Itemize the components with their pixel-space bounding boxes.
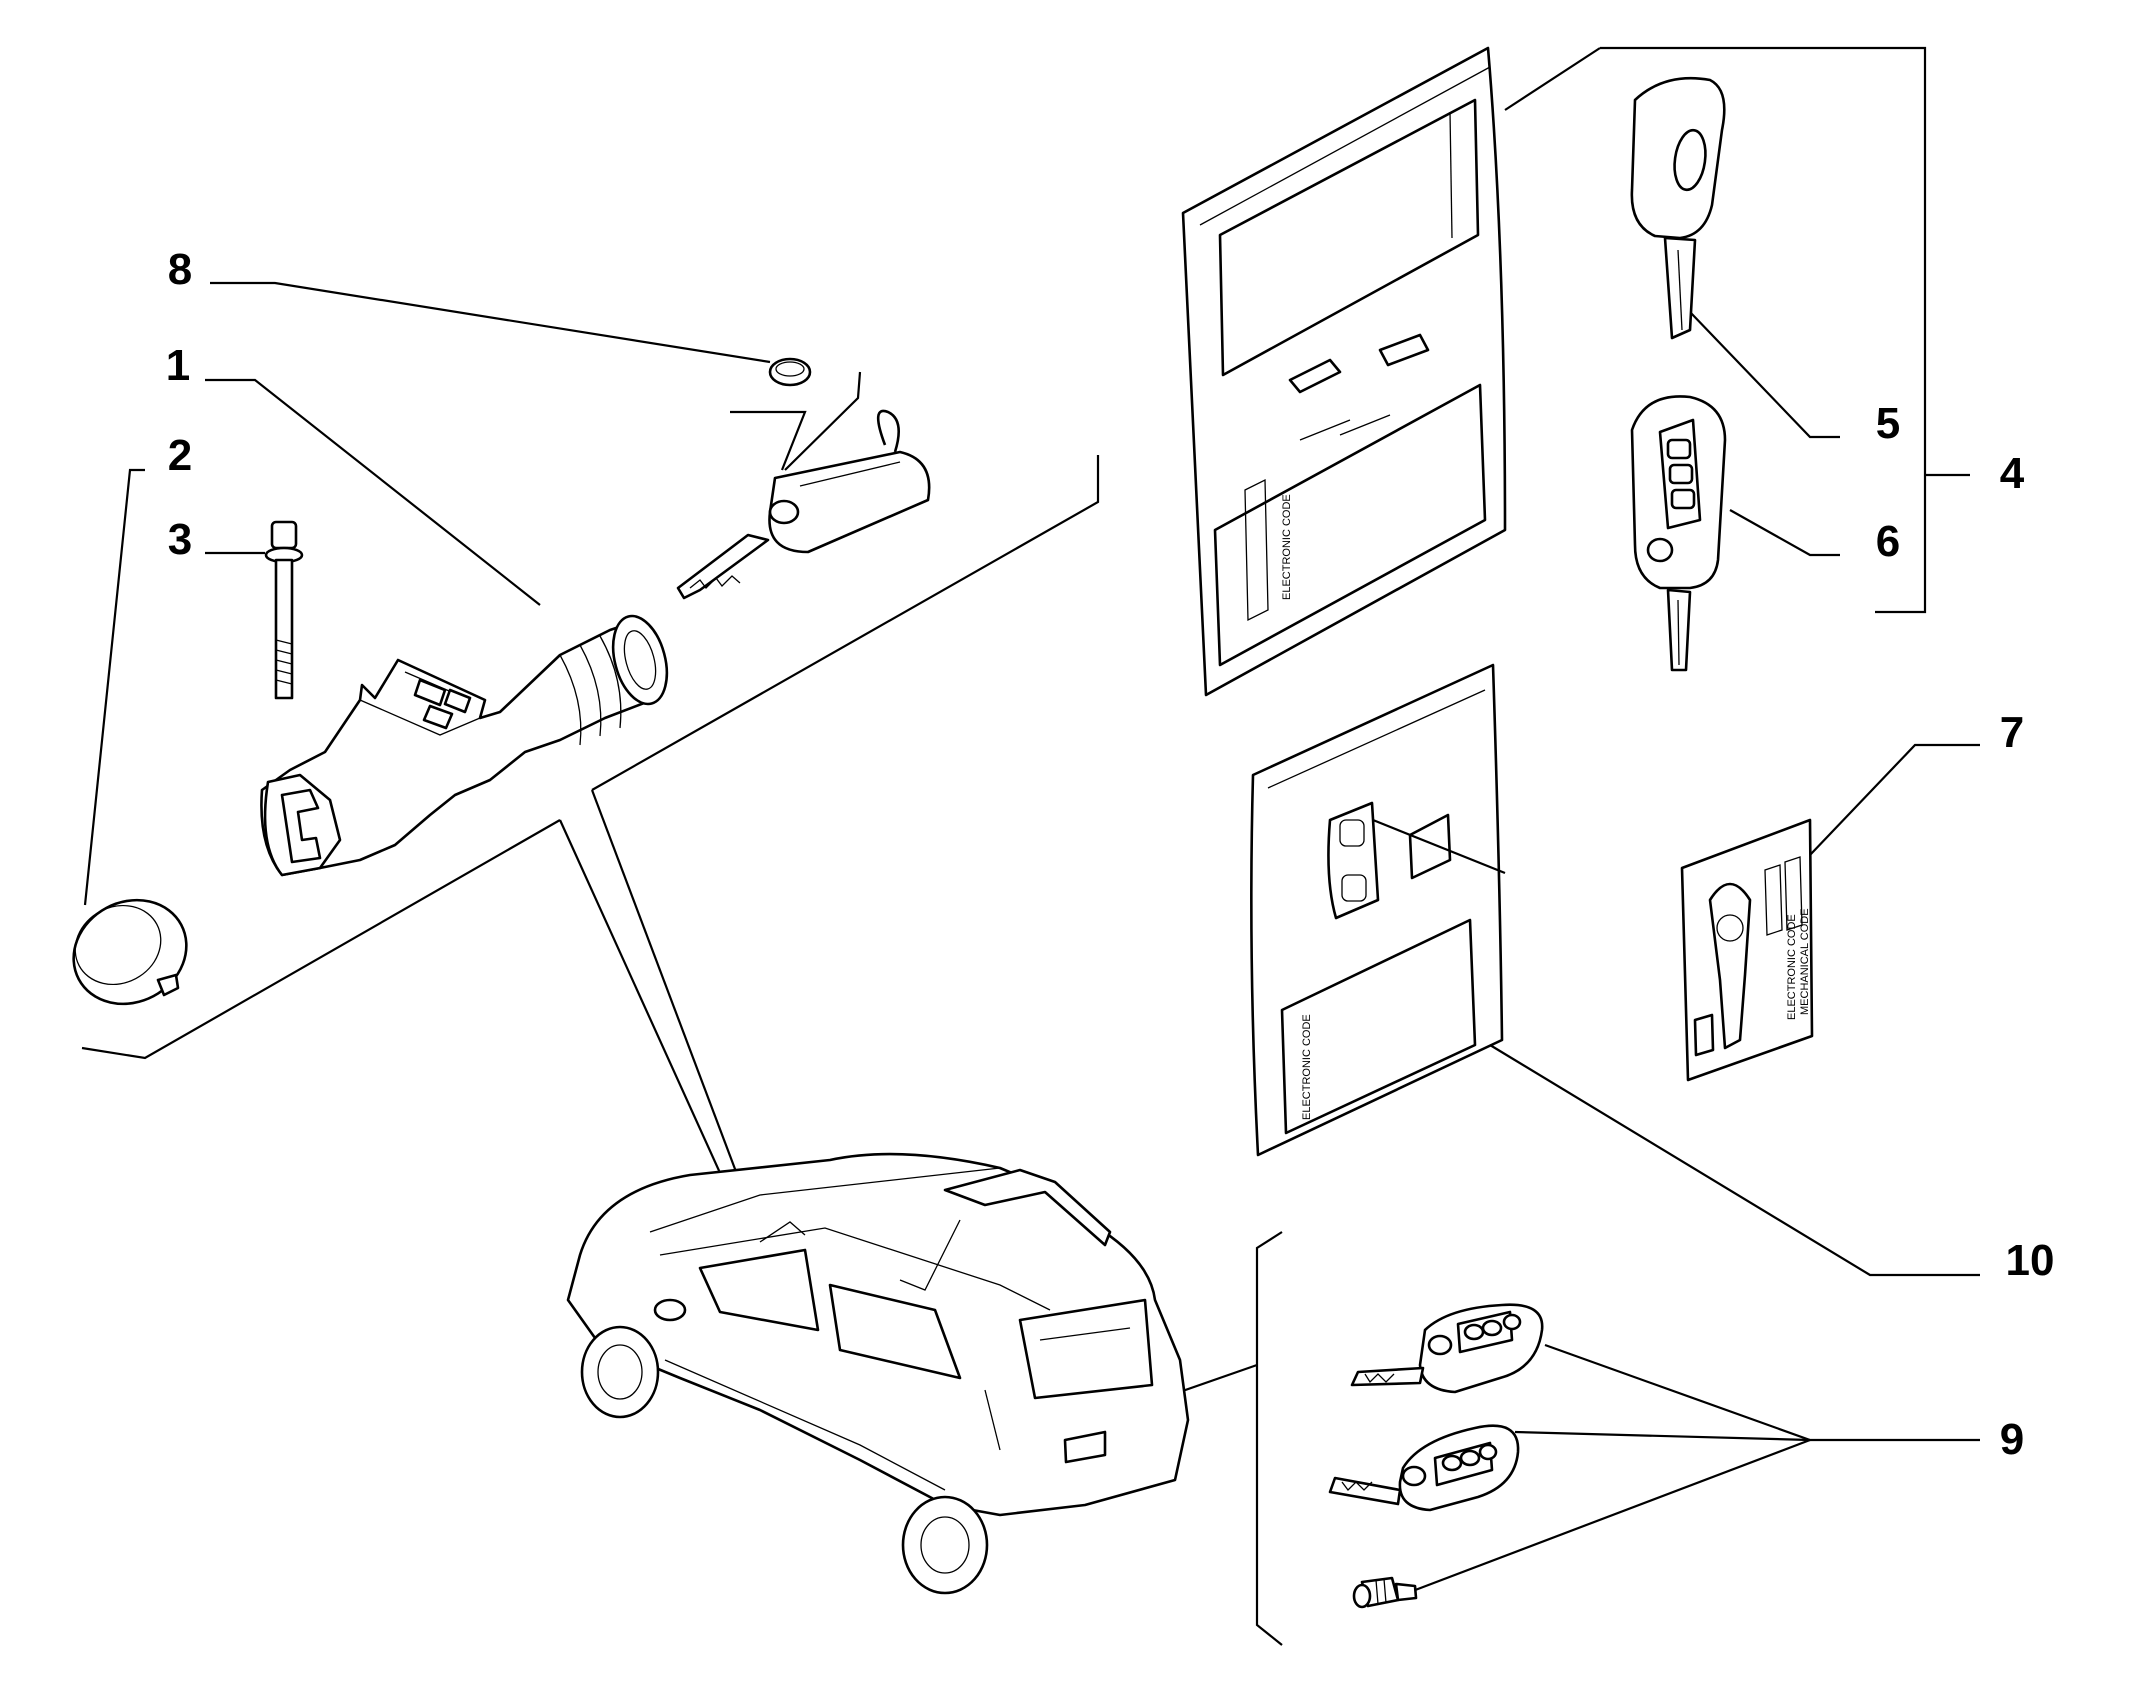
remote-key-part [1630, 395, 1727, 672]
blade-key-part [1630, 76, 1726, 340]
callout-2: 2 [167, 431, 193, 480]
panel-code-text: ELECTRONIC CODE [1281, 494, 1293, 600]
leader-8 [210, 281, 771, 364]
group-outline-lock [81, 819, 561, 1060]
leader-1 [205, 378, 541, 606]
callout-7: 7 [1999, 708, 2025, 757]
panel10-electronic-code: ELECTRONIC CODE [1301, 1014, 1313, 1120]
code-card-part: ELECTRONIC CODE MECHANICAL CODE [1680, 818, 1814, 1082]
leader-4-panel [1504, 47, 1601, 111]
group-outline-keys [1255, 1231, 1283, 1646]
callout-5: 5 [1875, 399, 1901, 448]
round-cap-part [72, 898, 188, 1006]
callout-3: 3 [167, 515, 193, 564]
leader-9a [1544, 1343, 1980, 1442]
car-illustration [566, 1152, 1190, 1595]
key-set-part [1328, 1303, 1544, 1609]
callout-1: 1 [165, 341, 191, 390]
leader-7 [1809, 743, 1980, 856]
pointer-to-car-b [590, 789, 757, 1223]
screw-part [264, 520, 304, 700]
pointer-key8-b [784, 371, 862, 471]
leader-2 [83, 468, 145, 906]
pointer-key8-a [730, 410, 807, 471]
callout-8: 8 [167, 245, 193, 294]
leader-5 [1689, 311, 1840, 439]
group-outline-lock-right [591, 455, 1100, 791]
remote-kit-panel-part: ELECTRONIC CODE [1250, 663, 1506, 1157]
coin-cap-part [768, 357, 812, 387]
callout-9: 9 [1999, 1415, 2025, 1464]
leader-9b [1514, 1430, 1811, 1442]
callout-6: 6 [1875, 517, 1901, 566]
leader-4-bracket [1600, 46, 1927, 614]
leader-9c [1409, 1438, 1811, 1594]
flip-key-part [676, 409, 931, 600]
callout-4: 4 [1999, 449, 2025, 498]
callout-10: 10 [2005, 1236, 2055, 1285]
card-mechanical-code: MECHANICAL CODE [1799, 908, 1811, 1015]
leader-6 [1729, 509, 1840, 557]
card-electronic-code: ELECTRONIC CODE [1786, 914, 1798, 1020]
pointer-to-car-a [558, 819, 747, 1229]
ignition-lock-part [260, 614, 669, 877]
leader-10 [1489, 1044, 1980, 1277]
key-kit-panel-part: ELECTRONIC CODE [1181, 46, 1507, 697]
